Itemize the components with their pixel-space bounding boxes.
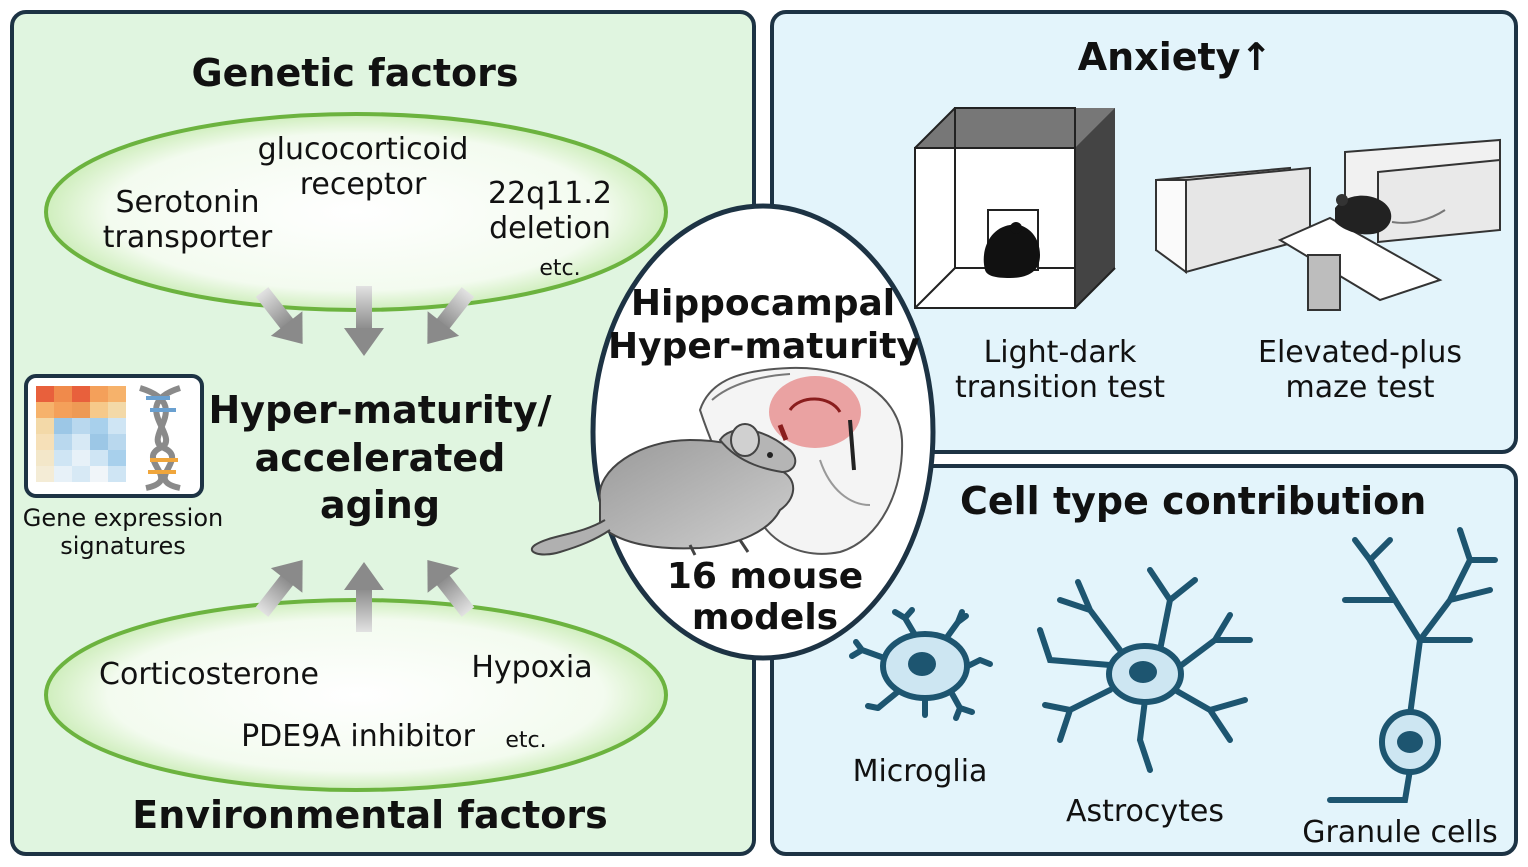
glucocorticoid-receptor-label: glucocorticoid receptor (257, 132, 469, 202)
deletion-22q-label: 22q11.2 deletion (487, 176, 612, 246)
gene-expression-label: Gene expression signatures (22, 504, 224, 560)
mouse-models-label: 16 mouse models (666, 556, 864, 639)
environmental-factors-title: Environmental factors (132, 793, 608, 837)
genetic-arrows (255, 286, 475, 356)
corticosterone-label: Corticosterone (99, 657, 319, 692)
microglia-cell-icon (849, 607, 993, 721)
elevated-plus-maze-label: Elevated-plus maze test (1258, 335, 1462, 405)
pde9a-inhibitor-label: PDE9A inhibitor (241, 719, 475, 754)
serotonin-transporter-label: Serotonin transporter (102, 185, 273, 255)
cell-type-title: Cell type contribution (960, 479, 1427, 523)
genetic-factors-title: Genetic factors (191, 51, 519, 95)
light-dark-box-illustration (914, 107, 1116, 309)
genetic-etc-label: etc. (539, 256, 581, 281)
anxiety-title: Anxiety↑ (1077, 35, 1273, 79)
gene-expression-heatmap-icon (24, 374, 204, 498)
environmental-arrows (255, 559, 475, 632)
hyper-maturity-title: Hyper-maturity/ accelerated aging (208, 388, 552, 527)
light-dark-test-label: Light-dark transition test (954, 335, 1166, 405)
elevated-plus-maze-illustration (1155, 138, 1501, 311)
environmental-etc-label: etc. (505, 728, 547, 753)
microglia-label: Microglia (852, 754, 988, 789)
hypoxia-label: Hypoxia (471, 650, 593, 685)
hippocampal-hypermaturity-title: Hippocampal Hyper-maturity (608, 283, 920, 368)
mouse-illustration (530, 423, 797, 556)
granule-cells-label: Granule cells (1302, 815, 1498, 850)
astrocyte-cell-icon (1037, 567, 1253, 773)
astrocytes-label: Astrocytes (1065, 794, 1225, 829)
granule-cell-icon (1327, 527, 1498, 803)
